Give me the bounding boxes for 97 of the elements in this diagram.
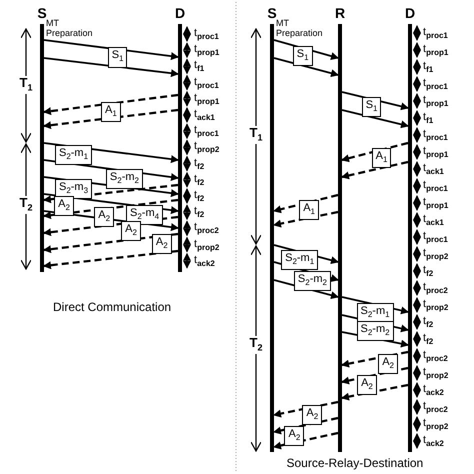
arrow <box>44 57 179 78</box>
time-label: t$_{proc1}$ <box>423 128 448 144</box>
time-label: t$_{f2}$ <box>194 172 204 189</box>
time-label: t$_{ack2}$ <box>423 383 444 400</box>
arrow <box>44 210 179 232</box>
arrow <box>43 216 178 236</box>
packet-label: A$_{1}$ <box>101 102 121 122</box>
arrow <box>274 57 339 78</box>
packet-label: S$_{2}$-m$_{2}$ <box>294 270 331 291</box>
packet-label: A$_{2}$ <box>357 374 377 395</box>
time-label: t$_{f2}$ <box>194 205 204 222</box>
arrow <box>341 384 408 401</box>
time-label: t$_{prop1}$ <box>423 94 448 110</box>
time-label: t$_{proc1}$ <box>423 179 448 196</box>
arrow <box>43 94 178 116</box>
time-label: t$_{proc1}$ <box>194 76 219 92</box>
time-label: t$_{prop1}$ <box>194 43 220 60</box>
time-label: t$_{prop2}$ <box>194 140 220 157</box>
time-label: t$_{prop2}$ <box>423 298 448 314</box>
arrow <box>43 108 178 130</box>
dimension-label: T$_{1}$ <box>20 76 32 94</box>
caption: Direct Communication <box>53 300 172 314</box>
time-label: t$_{ack1}$ <box>423 162 444 178</box>
time-label: t$_{f1}$ <box>423 111 434 128</box>
time-label: t$_{prop2}$ <box>423 366 448 382</box>
time-label: t$_{proc2}$ <box>423 281 448 298</box>
time-label: t$_{ack1}$ <box>194 108 215 124</box>
time-label: t$_{f2}$ <box>194 189 204 206</box>
arrow <box>273 416 338 434</box>
time-label: t$_{proc1}$ <box>423 26 448 42</box>
packet-label: A$_{2}$ <box>284 426 304 446</box>
arrow <box>341 142 408 162</box>
time-label: t$_{prop2}$ <box>423 247 448 264</box>
time-label: t$_{f2}$ <box>423 332 434 348</box>
time-label: t$_{ack1}$ <box>423 213 444 230</box>
time-label: t$_{proc1}$ <box>423 77 448 94</box>
lifeline-label: S <box>36 6 47 20</box>
packet-label: A$_{2}$ <box>121 220 141 241</box>
time-label: t$_{proc1}$ <box>423 230 448 246</box>
packet-label: S$_{2}$-m$_{4}$ <box>126 204 164 225</box>
lifeline-label: R <box>334 6 346 20</box>
time-label: t$_{f2}$ <box>423 315 434 332</box>
time-label: t$_{prop1}$ <box>423 196 448 212</box>
arrow <box>274 39 339 60</box>
arrow <box>43 250 178 270</box>
packet-label: A$_{2}$ <box>302 405 322 426</box>
packet-label: S$_{2}$-m$_{1}$ <box>356 302 394 323</box>
packet-label: A$_{2}$ <box>94 206 114 227</box>
dimension-label: T$_{2}$ <box>250 336 262 354</box>
packet-label: S$_{1}$ <box>292 46 313 66</box>
arrow <box>43 232 178 254</box>
arrow <box>273 400 338 418</box>
packet-label: A$_{2}$ <box>54 196 74 216</box>
packet-label: S$_{1}$ <box>362 97 382 118</box>
time-label: t$_{proc1}$ <box>194 27 219 44</box>
caption: Source-Relay-Destination <box>286 456 424 470</box>
time-label: t$_{f2}$ <box>423 264 434 280</box>
packet-label: A$_{1}$ <box>299 200 319 220</box>
arrow <box>273 194 338 214</box>
time-label: t$_{prop2}$ <box>194 238 220 254</box>
time-label: t$_{ack2}$ <box>194 254 215 270</box>
packet-label: S$_{2}$-m$_{3}$ <box>54 178 92 199</box>
dimension-label: T$_{2}$ <box>20 196 32 214</box>
time-label: t$_{prop1}$ <box>194 92 220 108</box>
packet-label: A$_{2}$ <box>378 354 398 374</box>
arrow <box>273 210 338 228</box>
time-label: t$_{proc1}$ <box>194 124 219 140</box>
time-label: t$_{proc2}$ <box>423 349 448 366</box>
time-label: t$_{proc2}$ <box>194 221 219 238</box>
packet-label: S$_{2}$-m$_{1}$ <box>281 250 318 270</box>
time-label: t$_{f2}$ <box>194 156 204 173</box>
time-label: t$_{f1}$ <box>194 59 204 76</box>
arrow <box>341 366 408 384</box>
arrow <box>342 109 409 128</box>
lifeline-label: D <box>404 6 416 20</box>
dimension-label: T$_{1}$ <box>250 126 262 144</box>
packet-label: A$_{1}$ <box>372 148 392 168</box>
arrow <box>43 184 178 204</box>
arrow <box>341 350 408 368</box>
packet-label: S$_{1}$ <box>108 47 128 68</box>
time-label: t$_{f1}$ <box>423 60 434 76</box>
time-label: t$_{prop2}$ <box>423 417 448 434</box>
arrow <box>44 39 179 60</box>
packet-label: A$_{2}$ <box>152 234 172 254</box>
arrow <box>341 160 408 180</box>
lifeline-label: D <box>174 6 186 20</box>
time-label: t$_{ack2}$ <box>423 434 444 450</box>
time-label: t$_{prop1}$ <box>423 145 448 162</box>
time-label: t$_{proc2}$ <box>423 400 448 416</box>
time-label: t$_{prop1}$ <box>423 43 448 60</box>
arrow <box>273 432 338 450</box>
lifeline-label: S <box>266 6 277 20</box>
packet-label: S$_{2}$-m$_{1}$ <box>54 144 92 165</box>
packet-label: S$_{2}$-m$_{2}$ <box>106 168 143 189</box>
arrow <box>342 91 409 110</box>
packet-label: S$_{2}$-m$_{2}$ <box>356 320 394 341</box>
arrow <box>43 198 178 220</box>
